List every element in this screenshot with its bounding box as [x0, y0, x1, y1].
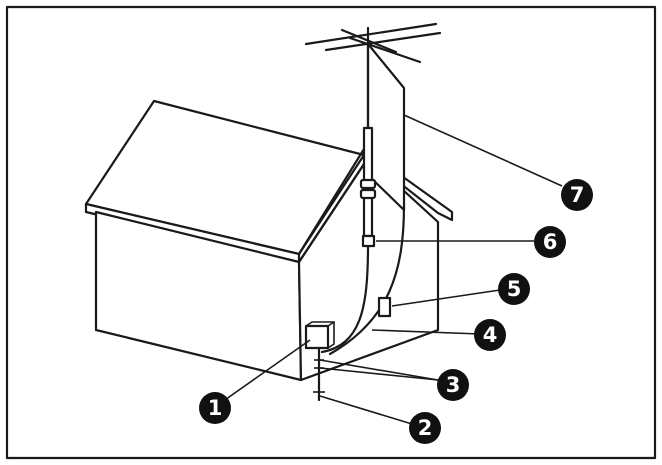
callout-2: 2: [409, 412, 441, 444]
leader-2: [319, 395, 413, 425]
callout-2-label: 2: [418, 416, 433, 440]
electric-service-equipment: [304, 321, 335, 350]
leader-3a: [319, 359, 439, 381]
antenna-element-2: [324, 31, 442, 52]
antenna-element-1: [304, 22, 438, 46]
leader-4: [371, 329, 481, 335]
callout-5: 5: [498, 273, 530, 305]
callout-7-label: 7: [570, 183, 585, 207]
antenna-element-4: [340, 28, 398, 54]
callout-7: 7: [561, 179, 593, 211]
ground-clamp-box: [377, 296, 392, 318]
callout-6-label: 6: [543, 230, 558, 254]
antenna-element-3: [348, 36, 422, 64]
callout-5-label: 5: [507, 277, 522, 301]
leader-1: [221, 339, 311, 403]
callout-4-label: 4: [483, 323, 498, 347]
lead-in-cable: [320, 244, 370, 354]
standoff-clamp-1: [359, 178, 377, 190]
callout-3: 3: [437, 369, 469, 401]
callout-1-label: 1: [208, 396, 223, 420]
leader-3b: [319, 367, 439, 381]
leader-5: [391, 289, 501, 307]
service-box: [304, 324, 330, 350]
lead-in-wire: [320, 126, 406, 356]
antenna: [304, 22, 442, 132]
leader-lines: [221, 114, 563, 425]
standoff-clamp-2: [359, 188, 377, 200]
antenna-discharge-unit: [361, 234, 376, 248]
callout-1: 1: [199, 392, 231, 424]
ground-conductor: [328, 203, 406, 356]
callout-3-label: 3: [446, 373, 461, 397]
callout-6: 6: [534, 226, 566, 258]
leader-7: [403, 114, 563, 187]
callout-4: 4: [474, 319, 506, 351]
service-box-top: [327, 321, 335, 327]
diagram-frame: [5, 5, 657, 460]
